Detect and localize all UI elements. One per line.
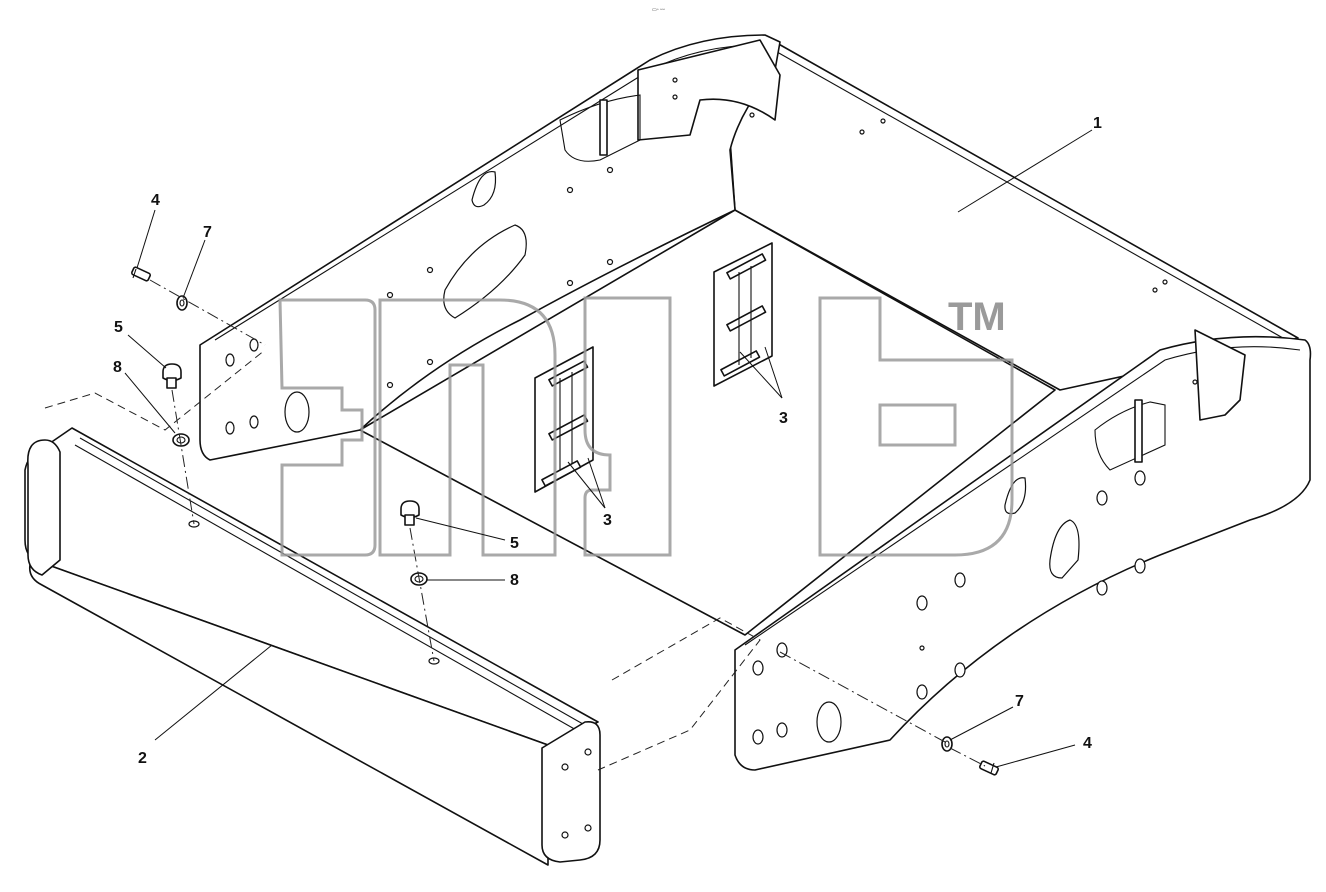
- left-small-hole: [426, 266, 434, 274]
- callout-2: 2: [138, 750, 147, 767]
- callout-1: 1: [1093, 115, 1102, 132]
- left-hole: [249, 415, 259, 429]
- bumper-hole: [584, 748, 592, 756]
- callout-4-left: 4: [151, 192, 160, 209]
- right-hole: [1096, 490, 1108, 506]
- rear-wall-hole: [1162, 279, 1168, 285]
- left-big-hole: [284, 391, 310, 433]
- left-small-hole: [672, 94, 678, 100]
- bolt-part-4-left: [131, 266, 151, 282]
- left-small-hole: [566, 279, 574, 287]
- right-hole: [916, 595, 928, 611]
- left-small-hole: [749, 112, 755, 118]
- left-slot-cutout: [559, 94, 641, 162]
- callout-4-right: 4: [1083, 735, 1092, 752]
- left-oval-slot-top: [471, 170, 497, 208]
- rear-wall-hole: [859, 129, 865, 135]
- callout-7-right: 7: [1015, 693, 1024, 710]
- right-hole: [776, 642, 788, 658]
- left-small-hole: [386, 381, 394, 389]
- callout-labels: 1 2 3 3 4 4 5 5 7 7 8 8: [113, 115, 1102, 768]
- bumper-hole: [584, 824, 592, 832]
- assembly-centerlines: [44, 279, 986, 771]
- washer-part-7-right: [941, 736, 953, 752]
- bumper-rail-line: [74, 444, 586, 736]
- callout-8-left: 8: [113, 359, 122, 376]
- left-hole: [225, 421, 235, 435]
- watermark-logo: TM: [278, 295, 1014, 557]
- right-big-hole: [816, 701, 842, 743]
- right-slot-cutout: [1094, 401, 1166, 471]
- callout-5-center: 5: [510, 535, 519, 552]
- right-hole: [1134, 558, 1146, 574]
- bumper-left-cap: [27, 439, 61, 576]
- frame-right-side-plate: [734, 335, 1312, 771]
- left-small-hole: [672, 77, 678, 83]
- watermark-tm: TM: [948, 295, 1006, 339]
- right-hole: [1096, 580, 1108, 596]
- callout-8-center: 8: [510, 572, 519, 589]
- right-hole: [752, 729, 764, 745]
- bumper-hole: [561, 763, 569, 771]
- right-hole: [776, 722, 788, 738]
- bumper-part-2: [24, 427, 601, 866]
- right-hole: [954, 662, 966, 678]
- left-bracket: [637, 39, 781, 141]
- callout-3-right: 3: [779, 410, 788, 427]
- bumper-rail-line: [79, 437, 591, 729]
- shim-plate-part-3-right: [713, 242, 773, 387]
- left-strap: [599, 99, 608, 156]
- bumper-right-end-plate: [541, 720, 601, 863]
- rear-wall-hole: [1152, 287, 1158, 293]
- rear-wall-edge: [769, 47, 1291, 343]
- bolt-part-5-left: [162, 363, 182, 389]
- left-small-hole: [566, 186, 574, 194]
- right-hole: [752, 660, 764, 676]
- left-small-hole: [426, 358, 434, 366]
- callout-3-left: 3: [603, 512, 612, 529]
- left-small-hole: [606, 166, 614, 174]
- left-small-hole: [606, 258, 614, 266]
- drawing-code: ▭▫ ▫▫▫: [652, 7, 665, 13]
- right-oblong-cutout: [1049, 519, 1080, 579]
- right-small-hole: [919, 645, 925, 651]
- right-hole: [954, 572, 966, 588]
- left-small-hole: [386, 291, 394, 299]
- right-hole: [916, 684, 928, 700]
- bolt-part-5-center: [400, 500, 420, 526]
- washer-part-7-left: [176, 295, 188, 311]
- callout-5-left: 5: [114, 319, 123, 336]
- rear-wall-hole: [880, 118, 886, 124]
- bolt-part-4-right: [979, 760, 999, 776]
- left-large-cutout: [443, 224, 527, 319]
- callout-7-left: 7: [203, 224, 212, 241]
- right-small-hole: [1192, 379, 1198, 385]
- left-hole: [225, 353, 235, 367]
- right-hole: [1134, 470, 1146, 486]
- bumper-hole: [561, 831, 569, 839]
- shim-plate-part-3-left: [534, 346, 594, 493]
- right-strap: [1134, 399, 1143, 463]
- left-hole: [249, 338, 259, 352]
- right-bracket: [1194, 329, 1246, 421]
